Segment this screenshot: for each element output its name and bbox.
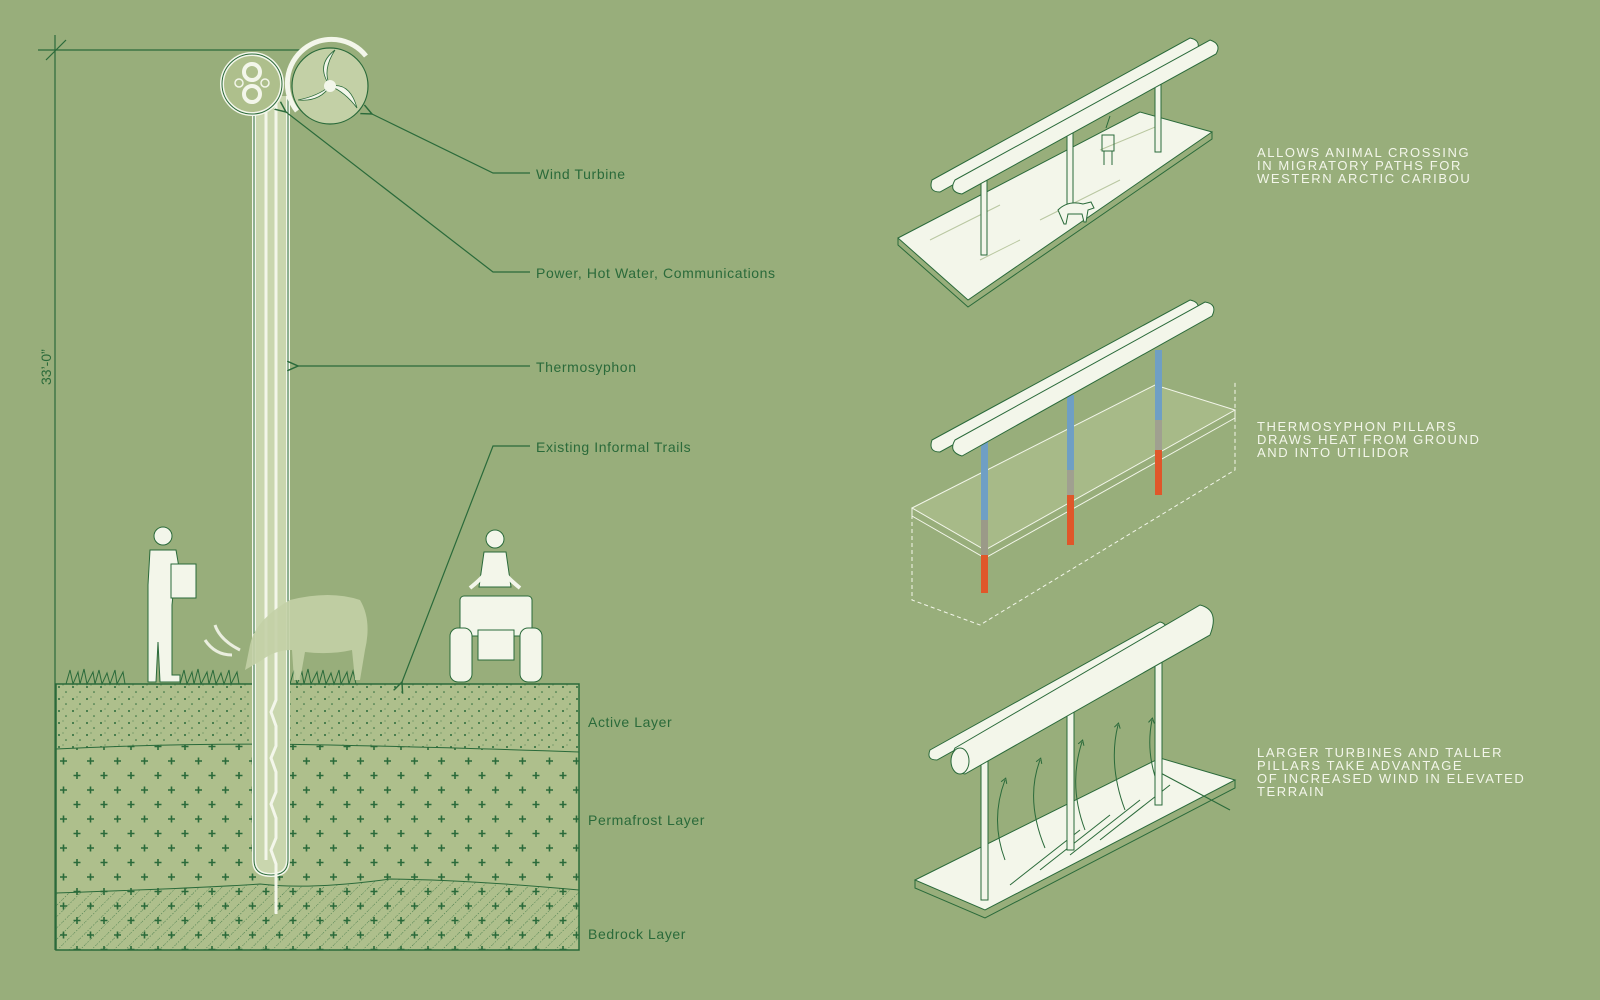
pipe xyxy=(930,299,1215,457)
height-dimension-label: 33’-0” xyxy=(38,349,54,385)
grass xyxy=(65,668,357,686)
callout-informal-trails: Existing Informal Trails xyxy=(536,439,692,455)
callout-thermosyphon: Thermosyphon xyxy=(536,359,637,375)
soil-section xyxy=(55,683,580,951)
atv-rider-figure xyxy=(449,529,543,683)
utility-conduit-icon xyxy=(220,52,284,116)
label-bedrock-layer: Bedrock Layer xyxy=(588,926,687,942)
thermosyphon-pole xyxy=(252,96,290,914)
label-permafrost-layer: Permafrost Layer xyxy=(588,812,705,828)
caribou-standing-figure xyxy=(1101,115,1115,165)
pipe xyxy=(930,37,1219,195)
active-layer xyxy=(56,684,579,752)
utilidor-diagram-caribou xyxy=(897,37,1219,308)
utilidor-diagram-thermosyphon xyxy=(910,299,1237,626)
caribou-figure xyxy=(203,595,368,680)
callout-wind-turbine: Wind Turbine xyxy=(536,166,626,182)
permafrost-layer xyxy=(56,744,579,893)
caribou-small-figure xyxy=(1057,201,1095,225)
note-thermosyphon-pillars: THERMOSYPHON PILLARS DRAWS HEAT FROM GRO… xyxy=(1257,419,1481,460)
leader-lines xyxy=(286,112,530,682)
callout-utilities: Power, Hot Water, Communications xyxy=(536,265,776,281)
label-active-layer: Active Layer xyxy=(588,714,673,730)
dimension-line xyxy=(38,35,300,950)
utilidor-diagram-wind xyxy=(913,604,1237,919)
wind-turbine-icon xyxy=(284,36,369,125)
note-animal-crossing: ALLOWS ANIMAL CROSSING IN MIGRATORY PATH… xyxy=(1257,145,1472,186)
pipe xyxy=(928,604,1214,775)
person-with-map-figure xyxy=(147,526,197,683)
note-larger-turbines: LARGER TURBINES AND TALLER PILLARS TAKE … xyxy=(1257,745,1526,799)
